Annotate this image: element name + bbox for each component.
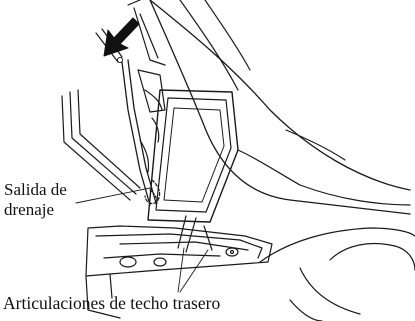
drain-outlet-label: Salida de drenaje — [4, 180, 67, 220]
hinge-leaders — [177, 247, 209, 293]
left-pillar-rails — [61, 89, 141, 201]
roof-panel — [147, 89, 301, 223]
drain-outlet-label-line1: Salida de — [4, 180, 67, 199]
pillar-detail — [137, 69, 166, 173]
drain-outlet-leader — [75, 187, 151, 204]
hinge-area — [85, 215, 273, 319]
drain-outlet-label-line2: drenaje — [4, 200, 55, 219]
body-panel — [149, 0, 411, 215]
drain-tube — [121, 59, 161, 206]
arrow-down-left-icon — [103, 17, 140, 63]
right-body-lower — [259, 184, 415, 321]
rear-roof-hinges-label: Articulaciones de techo trasero — [3, 293, 221, 313]
